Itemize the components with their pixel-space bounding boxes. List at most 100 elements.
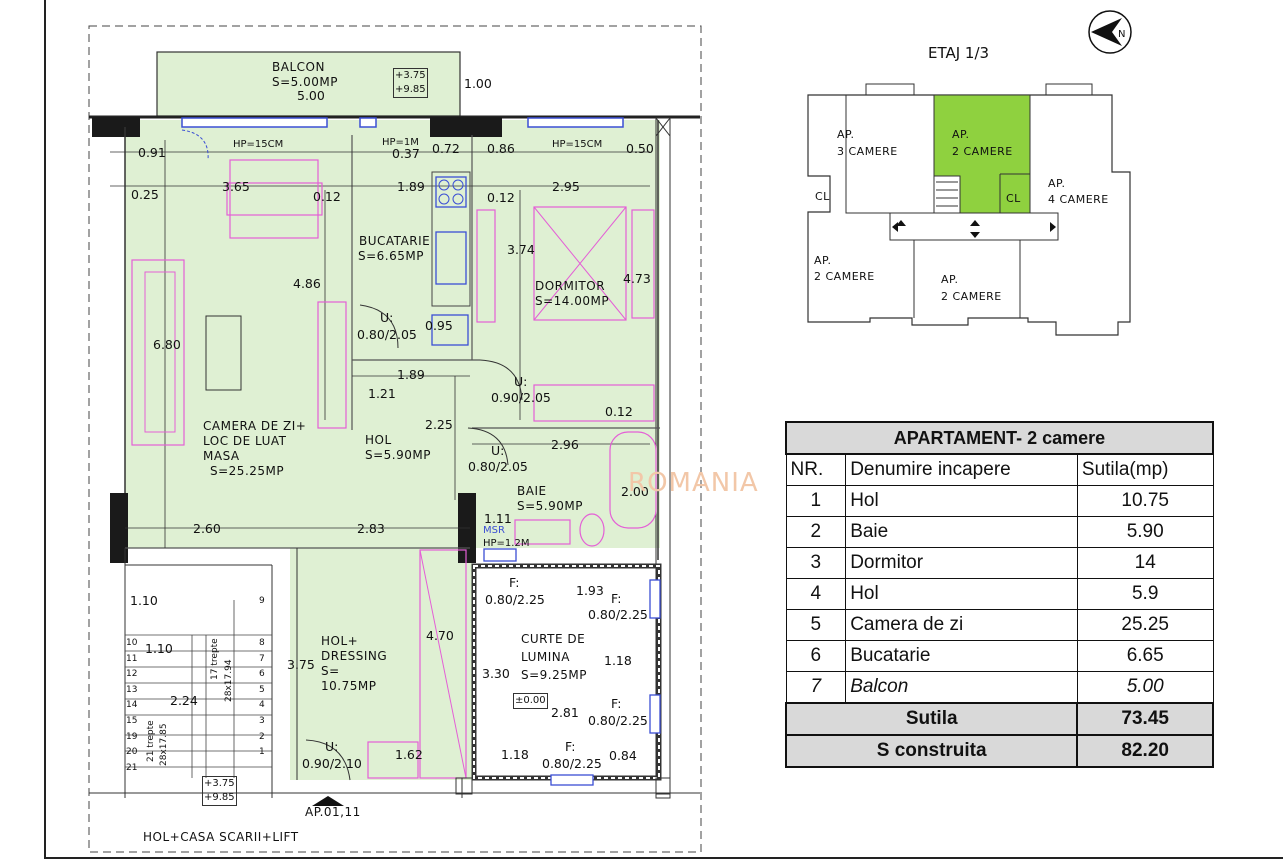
door-label: U: bbox=[325, 739, 339, 754]
header-area: Sutila(mp) bbox=[1076, 453, 1214, 486]
kitchen-counter bbox=[431, 171, 471, 307]
light-court-name: CURTE DE bbox=[521, 632, 586, 646]
total-built-label: S construita bbox=[784, 734, 1079, 768]
key-ap2a-label: AP. bbox=[952, 128, 970, 141]
apartment-entrance-label: AP.01,11 bbox=[305, 805, 361, 819]
row-area: 10.75 bbox=[1076, 485, 1214, 517]
key-plan bbox=[807, 83, 1131, 336]
key-ap4-label: AP. bbox=[1048, 177, 1066, 190]
washbasin bbox=[514, 519, 571, 545]
door-label: 0.90/2.10 bbox=[302, 756, 362, 771]
stair-size: 28x17.94 bbox=[224, 659, 234, 702]
coffee-table bbox=[205, 315, 242, 391]
dimension-label: 4.70 bbox=[426, 628, 454, 643]
dimension-label: 1.89 bbox=[397, 367, 425, 382]
burner bbox=[452, 193, 464, 205]
row-name: Hol bbox=[845, 485, 1078, 517]
dressing-closet bbox=[419, 549, 467, 779]
dimension-label: 0.91 bbox=[138, 145, 166, 160]
stair-number: 9 bbox=[259, 596, 265, 606]
dimension-label: 0.12 bbox=[313, 189, 341, 204]
key-ap3-rooms: 3 CAMERE bbox=[837, 145, 898, 158]
dimension-label: 1.18 bbox=[604, 653, 632, 668]
stair-steps bbox=[125, 600, 272, 778]
bathroom-area: S=5.90MP bbox=[517, 499, 583, 513]
dimension-label: 1.10 bbox=[145, 641, 173, 656]
kitchen-area: S=6.65MP bbox=[358, 249, 424, 263]
table-title: APARTAMENT- 2 camere bbox=[785, 421, 1214, 455]
dressing-name-2: DRESSING bbox=[321, 649, 388, 663]
window-label: F: bbox=[565, 739, 576, 754]
stair-count: 17 trepte bbox=[210, 638, 220, 680]
column bbox=[655, 777, 671, 795]
dimension-label: 2.83 bbox=[357, 521, 385, 536]
door-label: 0.80/2.05 bbox=[357, 327, 417, 342]
dimension-label: 1.21 bbox=[368, 386, 396, 401]
dimension-label: 0.12 bbox=[487, 190, 515, 205]
row-name: Bucatarie bbox=[845, 640, 1078, 672]
door-swing bbox=[479, 359, 523, 401]
dressing-name: HOL+ bbox=[321, 634, 359, 648]
window-label: F: bbox=[611, 696, 622, 711]
window bbox=[181, 117, 328, 128]
dimension-label: 4.86 bbox=[293, 276, 321, 291]
row-nr: 6 bbox=[785, 640, 847, 672]
row-area: 14 bbox=[1076, 547, 1214, 579]
window-note: MSR bbox=[483, 525, 505, 536]
row-nr: 1 bbox=[785, 485, 847, 517]
dining-table-top bbox=[226, 182, 323, 216]
window-note: HP=15CM bbox=[233, 139, 284, 150]
door-swing bbox=[359, 304, 399, 349]
row-name: Dormitor bbox=[845, 547, 1078, 579]
nightstand bbox=[631, 209, 655, 319]
key-ap2c-label: AP. bbox=[941, 273, 959, 286]
living-room-name-3: MASA bbox=[203, 449, 240, 463]
header-nr: NR. bbox=[785, 453, 847, 486]
door-label: 0.80/2.05 bbox=[468, 459, 528, 474]
wardrobe bbox=[533, 384, 655, 422]
light-court-name-2: LUMINA bbox=[521, 650, 570, 664]
key-ap4-rooms: 4 CAMERE bbox=[1048, 193, 1109, 206]
dimension-label: 2.25 bbox=[425, 417, 453, 432]
stove bbox=[435, 176, 467, 208]
stair-hall-name: HOL+CASA SCARII+LIFT bbox=[143, 830, 299, 844]
key-ap2b-rooms: 2 CAMERE bbox=[814, 270, 875, 283]
living-room-area: S=25.25MP bbox=[210, 464, 285, 478]
dimension-label: 2.60 bbox=[193, 521, 221, 536]
fridge bbox=[431, 314, 469, 346]
bathroom-name: BAIE bbox=[517, 484, 547, 498]
dimension-label: 1.18 bbox=[501, 747, 529, 762]
row-area: 5.9 bbox=[1076, 578, 1214, 610]
total-useful-value: 73.45 bbox=[1076, 702, 1214, 736]
stair-size: 28x17.85 bbox=[159, 723, 169, 766]
key-ap3-label: AP. bbox=[837, 128, 855, 141]
row-area: 6.65 bbox=[1076, 640, 1214, 672]
dimension-label: 0.84 bbox=[609, 748, 637, 763]
wall-hatch bbox=[655, 117, 671, 137]
wall-block bbox=[430, 117, 502, 137]
dimension-label: 2.96 bbox=[551, 437, 579, 452]
dimension-label: 3.74 bbox=[507, 242, 535, 257]
dimension-label: 1.10 bbox=[130, 593, 158, 608]
window bbox=[649, 579, 661, 619]
window-note: HP=1M bbox=[382, 137, 419, 148]
dimension-label: 0.50 bbox=[626, 141, 654, 156]
dimension-label: 2.00 bbox=[621, 484, 649, 499]
door-label: U: bbox=[491, 443, 505, 458]
total-built-value: 82.20 bbox=[1076, 734, 1214, 768]
toilet bbox=[579, 513, 605, 547]
window bbox=[359, 117, 377, 128]
window-label: 0.80/2.25 bbox=[485, 592, 545, 607]
dimension-label: 0.86 bbox=[487, 141, 515, 156]
dimension-label: 0.12 bbox=[605, 404, 633, 419]
dimension-label: 3.30 bbox=[482, 666, 510, 681]
north-arrow-icon: N bbox=[1088, 10, 1132, 54]
